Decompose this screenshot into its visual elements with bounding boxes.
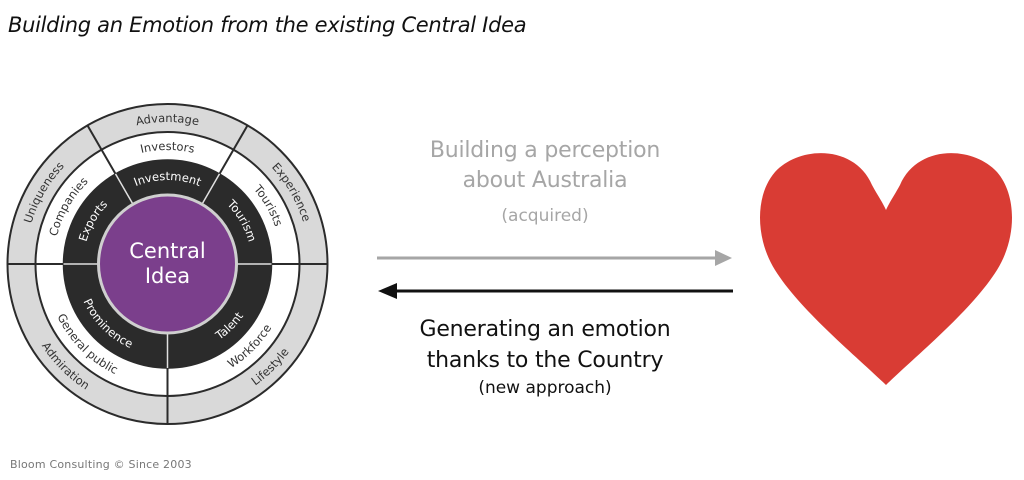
- backward-arrow: [378, 283, 733, 299]
- center-circle: [97, 193, 238, 335]
- perception-sub: (acquired): [501, 206, 589, 226]
- page-title: Building an Emotion from the existing Ce…: [8, 13, 527, 37]
- inner-label-top: Investment: [132, 169, 204, 189]
- emotion-text-block: Generating an emotion thanks to the Coun…: [380, 314, 710, 398]
- perception-line2: about Australia: [462, 168, 628, 193]
- emotion-line2: thanks to the Country: [426, 348, 664, 373]
- arrow-left-icon: [378, 283, 397, 299]
- ring-divider: [114, 173, 134, 204]
- ring-divider: [218, 124, 249, 175]
- emotion-sub: (new approach): [478, 378, 612, 398]
- perception-text-block: Building a perception about Australia (a…: [380, 136, 710, 226]
- forward-arrow: [377, 250, 732, 266]
- ring-divider: [86, 124, 117, 175]
- center-label-line1: Central: [129, 239, 205, 263]
- outer-label-top: Advantage: [135, 111, 201, 128]
- middle-label-top: Investors: [139, 139, 196, 156]
- perception-line1: Building a perception: [429, 138, 661, 163]
- center-label-line2: Idea: [145, 264, 190, 288]
- footer-copyright: Bloom Consulting © Since 2003: [10, 458, 192, 471]
- ring-divider: [201, 173, 221, 204]
- emotion-line1: Generating an emotion: [419, 317, 671, 342]
- arrow-right-icon: [715, 250, 732, 266]
- central-idea-wheel: UniquenessCompaniesExportsAdvantageInves…: [6, 103, 329, 425]
